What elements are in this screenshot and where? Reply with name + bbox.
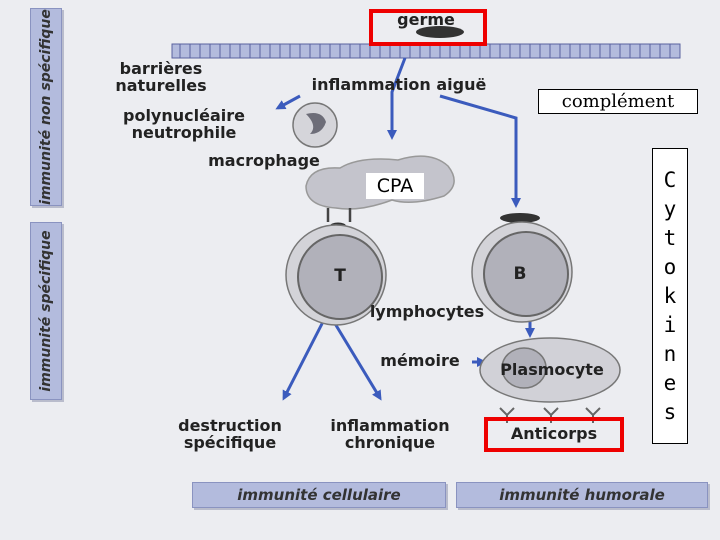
neutrophil-line2: neutrophile — [131, 122, 237, 142]
chronic-inflammation-label: inflammation chronique — [310, 416, 470, 452]
macrophage-label: macrophage — [208, 151, 320, 170]
cytokines-letter: i — [663, 312, 677, 337]
cytokines-letter: k — [663, 283, 677, 308]
cytokines-letter: C — [663, 167, 677, 192]
b-antigen — [500, 213, 540, 223]
arrow-to-b-cell — [439, 94, 521, 208]
specific-immunity-sidebar: immunité spécifique — [30, 222, 62, 400]
antibodies-highlight-box — [484, 417, 624, 452]
b-lymphocyte — [471, 221, 573, 323]
cytokines-letter: e — [663, 370, 677, 395]
cellular-immunity-label: immunité cellulaire — [237, 486, 401, 504]
cytokines-letter: n — [663, 341, 677, 366]
specific-destruction-line2: spécifique — [183, 432, 277, 452]
arrow-inflammation-to-neutrophil — [275, 94, 301, 110]
germ-shape — [416, 26, 464, 38]
neutrophil-cell — [292, 102, 338, 148]
acute-inflammation-label: inflammation aiguë — [311, 75, 487, 94]
cytokines-letter: y — [663, 196, 677, 221]
cytokines-letter: o — [663, 254, 677, 279]
lymphocytes-label: lymphocytes — [369, 302, 485, 321]
plasmocyte-label: Plasmocyte — [500, 360, 604, 379]
neutrophil-line1: polynucléaire — [123, 106, 245, 125]
specific-destruction-label: destruction spécifique — [160, 416, 300, 452]
humoral-immunity-bar: immunité humorale — [456, 482, 708, 508]
t-cell-label: T — [334, 266, 346, 286]
plasmocyte-cell — [479, 337, 621, 403]
specific-destruction-line1: destruction — [178, 416, 282, 435]
cellular-immunity-bar: immunité cellulaire — [192, 482, 446, 508]
complement-box: complément — [538, 89, 698, 114]
t-lymphocyte — [285, 224, 387, 326]
non-specific-immunity-sidebar: immunité non spécifique — [30, 8, 62, 206]
chronic-inflammation-line2: chronique — [344, 432, 436, 452]
cytokines-letter: t — [663, 225, 677, 250]
b-cell-label: B — [513, 264, 527, 284]
natural-barriers-line2: naturelles — [115, 75, 207, 95]
arrow-germ-to-inflammation — [387, 57, 407, 140]
natural-barriers-label: barrières naturelles — [96, 59, 226, 95]
chronic-inflammation-line1: inflammation — [330, 416, 450, 435]
cpa-label: CPA — [366, 173, 424, 199]
germ-highlight-box — [369, 9, 487, 46]
antibodies-label: Anticorps — [510, 424, 598, 443]
cytokines-letter: s — [663, 399, 677, 424]
memory-label: mémoire — [380, 351, 460, 370]
arrow-t-to-destruction — [282, 311, 330, 401]
germ-label: germe — [397, 10, 455, 29]
humoral-immunity-label: immunité humorale — [499, 486, 665, 504]
natural-barriers-line1: barrières — [119, 59, 203, 78]
neutrophil-label: polynucléaire neutrophile — [100, 106, 268, 142]
barrier-band — [171, 43, 681, 59]
arrow-t-to-inflammation — [326, 311, 382, 401]
